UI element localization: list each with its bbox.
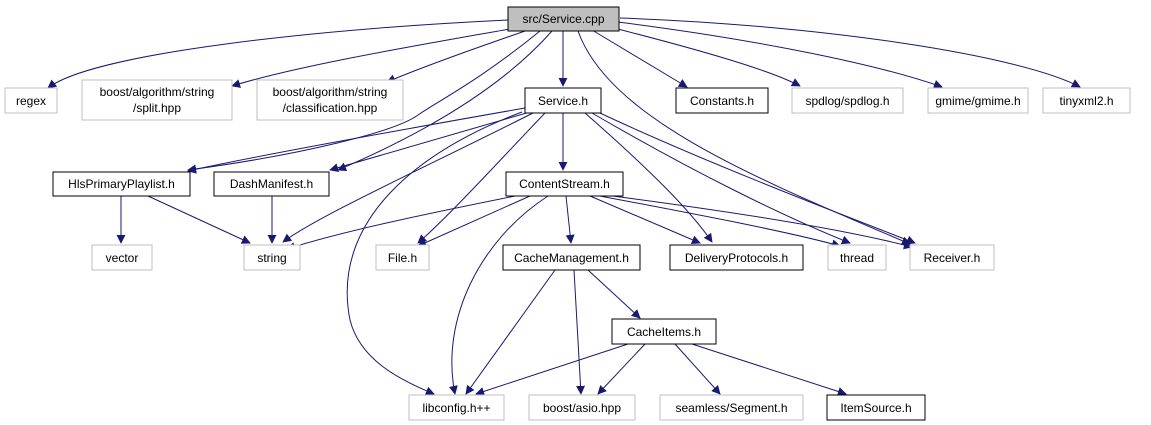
node-label: DeliveryProtocols.h [685,251,788,265]
node-label: HlsPrimaryPlaylist.h [68,177,175,191]
node-label: boost/asio.hpp [543,401,621,415]
node-label-line1: boost/algorithm/string [100,85,215,99]
node-label: seamless/Segment.h [675,401,787,415]
node-boost-asio-hpp[interactable]: boost/asio.hpp [528,394,636,421]
node-label: Service.h [538,94,588,108]
node-item-source-h[interactable]: ItemSource.h [826,394,926,421]
node-seamless-segment-h[interactable]: seamless/Segment.h [659,394,804,421]
node-label: CacheManagement.h [514,251,629,265]
edge-contentstream-thread [599,195,841,249]
node-label: spdlog/spdlog.h [805,94,889,108]
edge-cacheitems-segment [674,343,721,395]
node-label: ItemSource.h [840,401,911,415]
edge-service-string [282,112,534,243]
node-delivery-protocols-h[interactable]: DeliveryProtocols.h [669,244,804,271]
node-split-hpp[interactable]: boost/algorithm/string /split.hpp [81,79,233,121]
node-label: ContentStream.h [519,177,610,191]
edge-service-delivery [584,112,713,243]
edge-contentstream-delivery [589,195,701,244]
edge-contentstream-receiver [604,194,913,250]
edge-cpp-split [231,27,516,88]
node-hls-playlist-h[interactable]: HlsPrimaryPlaylist.h [52,171,191,197]
edge-cpp-regex [47,19,509,89]
node-tinyxml2-h[interactable]: tinyxml2.h [1042,87,1131,114]
node-receiver-h[interactable]: Receiver.h [909,244,995,271]
edge-cpp-receiver [577,30,911,245]
node-label: Constants.h [690,94,754,108]
node-label: string [257,251,286,265]
node-label: gmime/gmime.h [935,94,1020,108]
node-spdlog-h[interactable]: spdlog/spdlog.h [791,87,904,114]
node-service-cpp[interactable]: src/Service.cpp [507,6,620,32]
node-label: vector [106,251,139,265]
edge-cpp-spdlog [609,26,801,87]
edge-hls-string [147,195,251,244]
node-label-line2: /classification.hpp [283,101,378,115]
node-label: tinyxml2.h [1059,94,1113,108]
node-service-h[interactable]: Service.h [524,87,602,114]
dependency-nodes: src/Service.cpp regex boost/algorithm/st… [4,6,1131,421]
node-cache-items-h[interactable]: CacheItems.h [611,318,717,345]
node-cache-management-h[interactable]: CacheManagement.h [502,244,641,271]
edge-cacheitems-libconfig [475,343,629,396]
edge-cpp-constants [591,29,688,88]
node-dash-manifest-h[interactable]: DashManifest.h [213,171,330,197]
edge-cachemgmt-asio [573,269,586,395]
node-label: thread [840,251,874,265]
edge-cpp-classification [386,29,529,83]
edge-contentstream-string [286,195,516,251]
node-label: regex [16,94,46,108]
edge-cacheitems-asio [597,343,646,395]
node-label: File.h [388,251,417,265]
edge-cacheitems-itemsource [691,343,847,396]
node-classification-hpp[interactable]: boost/algorithm/string /classification.h… [256,79,404,121]
edge-cachemgmt-cacheitems [587,269,641,319]
node-label: libconfig.h++ [422,401,490,415]
edge-contentstream-file [417,195,531,247]
node-label: CacheItems.h [627,325,701,339]
edge-contentstream-cachemgmt [565,195,575,244]
edge-cpp-dash [337,30,553,171]
node-label-line1: boost/algorithm/string [273,85,388,99]
edge-service-file [417,112,546,244]
node-constants-h[interactable]: Constants.h [675,87,769,114]
edge-cpp-tinyxml2 [619,17,1081,88]
node-content-stream-h[interactable]: ContentStream.h [505,171,624,197]
edge-service-libconfig [346,111,523,396]
node-string[interactable]: string [243,244,301,271]
node-label: src/Service.cpp [522,12,604,26]
node-file-h[interactable]: File.h [375,244,430,271]
node-thread[interactable]: thread [827,244,887,271]
edge-cachemgmt-libconfig [465,269,556,395]
dependency-edges [47,17,1081,396]
node-gmime-h[interactable]: gmime/gmime.h [927,87,1029,114]
edge-cpp-gmime [617,21,943,89]
edge-service-thread [591,112,851,245]
edge-service-receiver [599,112,916,245]
node-regex[interactable]: regex [4,87,58,114]
node-libconfig[interactable]: libconfig.h++ [408,394,505,421]
node-label: Receiver.h [924,251,981,265]
node-label-line2: /split.hpp [133,101,181,115]
node-vector[interactable]: vector [91,244,153,271]
node-label: DashManifest.h [230,177,313,191]
edge-contentstream-libconfig [448,195,549,395]
edge-service-hls [187,107,526,174]
edge-cpp-hls [187,30,541,174]
